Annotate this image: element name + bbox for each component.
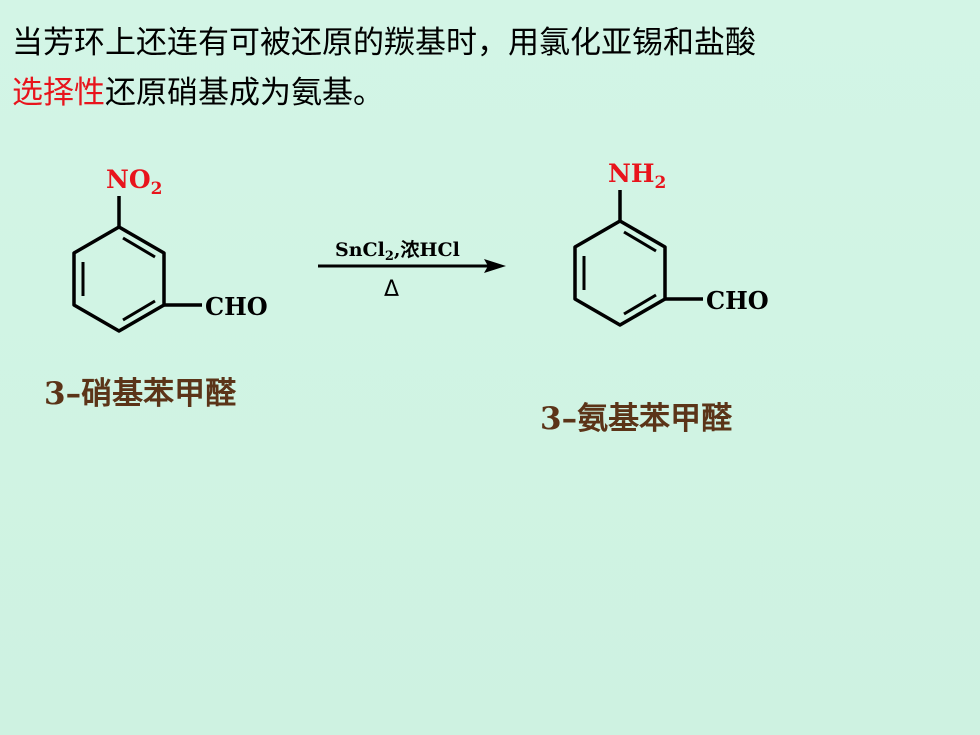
reactant-double-bond-1 — [122, 236, 156, 259]
product-benzene-ring — [573, 219, 667, 327]
product-aldehyde-label: CHO — [706, 286, 769, 315]
reaction-arrow: SnCl2,浓HCl Δ — [318, 239, 506, 302]
reactant-benzene-ring — [72, 225, 166, 333]
reactant-nitro-label: NO2 — [106, 165, 162, 199]
product-double-bond-1 — [623, 230, 657, 253]
reagent-below-heat: Δ — [384, 277, 399, 302]
intro-text: 当芳环上还连有可被还原的羰基时，用氯化亚锡和盐酸选择性还原硝基成为氨基。 — [12, 18, 962, 118]
product-name: 3–氨基苯甲醛 — [540, 401, 733, 437]
reactant-structure: NO2 CHO — [72, 165, 268, 333]
reagent-above: SnCl2,浓HCl — [335, 239, 460, 264]
intro-line1: 当芳环上还连有可被还原的羰基时，用氯化亚锡和盐酸 — [12, 25, 756, 61]
intro-line2: 还原硝基成为氨基。 — [105, 75, 384, 111]
intro-highlight: 选择性 — [12, 75, 105, 111]
reactant-aldehyde-label: CHO — [205, 292, 268, 321]
reactant-double-bond-2 — [122, 299, 156, 322]
product-structure: NH2 CHO — [573, 159, 769, 327]
product-amino-label: NH2 — [608, 159, 666, 193]
product-double-bond-2 — [623, 293, 657, 316]
reactant-name: 3–硝基苯甲醛 — [44, 376, 237, 412]
